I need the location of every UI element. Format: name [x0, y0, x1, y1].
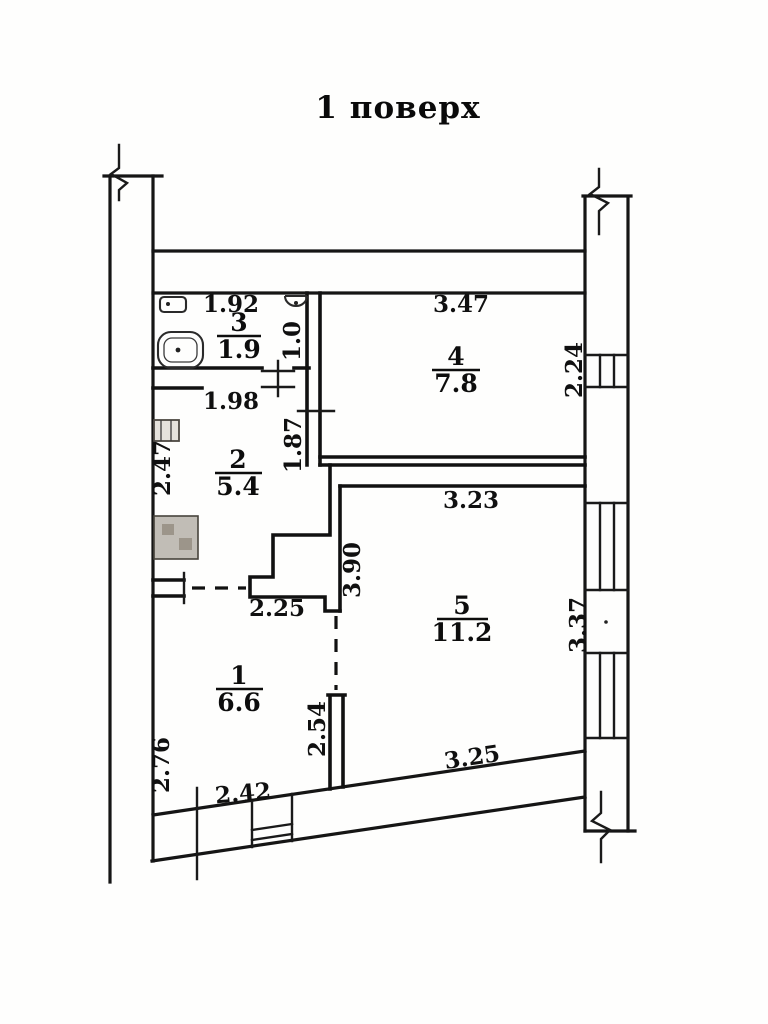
wall-room4-room5 [318, 455, 587, 467]
wall-room1-right [326, 693, 347, 791]
exterior-walls [102, 143, 637, 884]
washbasin-icon [158, 295, 188, 314]
window-room5-lower-icon [583, 651, 630, 740]
toilet-icon [283, 294, 309, 307]
room5-number: 5 [453, 591, 470, 620]
wall-room2-room1-stub [151, 578, 186, 598]
dim-room3-width: 1.92 [203, 291, 259, 318]
room4-number: 4 [447, 342, 464, 371]
room-label-2: 2 5.4 [215, 445, 262, 501]
dim-room2-left: 2.47 [149, 440, 176, 496]
interior-walls [151, 291, 587, 791]
room-label-1: 1 6.6 [216, 661, 263, 717]
wall-room2-room4 [305, 291, 322, 467]
dim-room5-left: 3.90 [339, 542, 366, 598]
wall-break-mark-bottom-right [589, 790, 613, 864]
room2-number: 2 [229, 445, 246, 474]
wall-break-mark-top-left [108, 143, 130, 202]
wall-break-mark-top-right [587, 167, 611, 236]
bottom-wall-outer-line [150, 795, 587, 863]
room1-area: 6.6 [217, 688, 261, 717]
dim-room1-right: 2.54 [304, 701, 331, 757]
window-room4-icon [583, 353, 630, 389]
page-title: 1 поверх [315, 90, 480, 126]
kitchen-sink-icon [153, 419, 180, 442]
room3-area: 1.9 [217, 335, 261, 364]
dim-room5-width: 3.23 [443, 487, 499, 514]
dim-room4-width: 3.47 [433, 291, 489, 318]
dim-room1-bottom: 2.42 [214, 778, 272, 810]
room3-number: 3 [230, 308, 247, 337]
window-room5-upper-icon [583, 501, 630, 592]
room-labels: 3 1.9 4 7.8 2 5.4 5 11.2 1 6.6 [215, 308, 492, 717]
room1-number: 1 [230, 661, 247, 690]
dim-room1-top: 2.25 [249, 595, 305, 622]
bathtub-icon [156, 330, 205, 370]
room-label-3: 3 1.9 [217, 308, 261, 364]
dim-room5-bottom: 3.25 [442, 740, 501, 775]
room4-area: 7.8 [434, 369, 478, 398]
dim-room2-depth: 1.87 [280, 417, 307, 473]
room-label-5: 5 11.2 [432, 591, 493, 647]
bottom-wall-inner-line [151, 749, 587, 817]
wall-room2-room5-step [248, 463, 342, 613]
dim-wc-depth: 1.0 [279, 321, 306, 361]
dim-room4-window: 2.24 [561, 342, 588, 398]
stove-icon [153, 515, 199, 560]
wall-pier-dot [604, 620, 608, 624]
dim-room1-left: 2.76 [148, 737, 175, 793]
fixtures [153, 294, 309, 560]
right-wall-windows [583, 353, 630, 740]
room2-area: 5.4 [216, 472, 260, 501]
room5-area: 11.2 [432, 618, 493, 647]
dimension-labels: 1.92 3.47 1.98 3.23 2.25 2.42 3.25 1.0 2… [148, 291, 592, 809]
dim-room5-window: 3.37 [565, 597, 592, 653]
room-label-4: 4 7.8 [432, 342, 480, 398]
bottom-wall-window-icon [250, 792, 294, 849]
door-room3-threshold-icon [260, 359, 296, 398]
dim-room2-width: 1.98 [203, 388, 259, 415]
